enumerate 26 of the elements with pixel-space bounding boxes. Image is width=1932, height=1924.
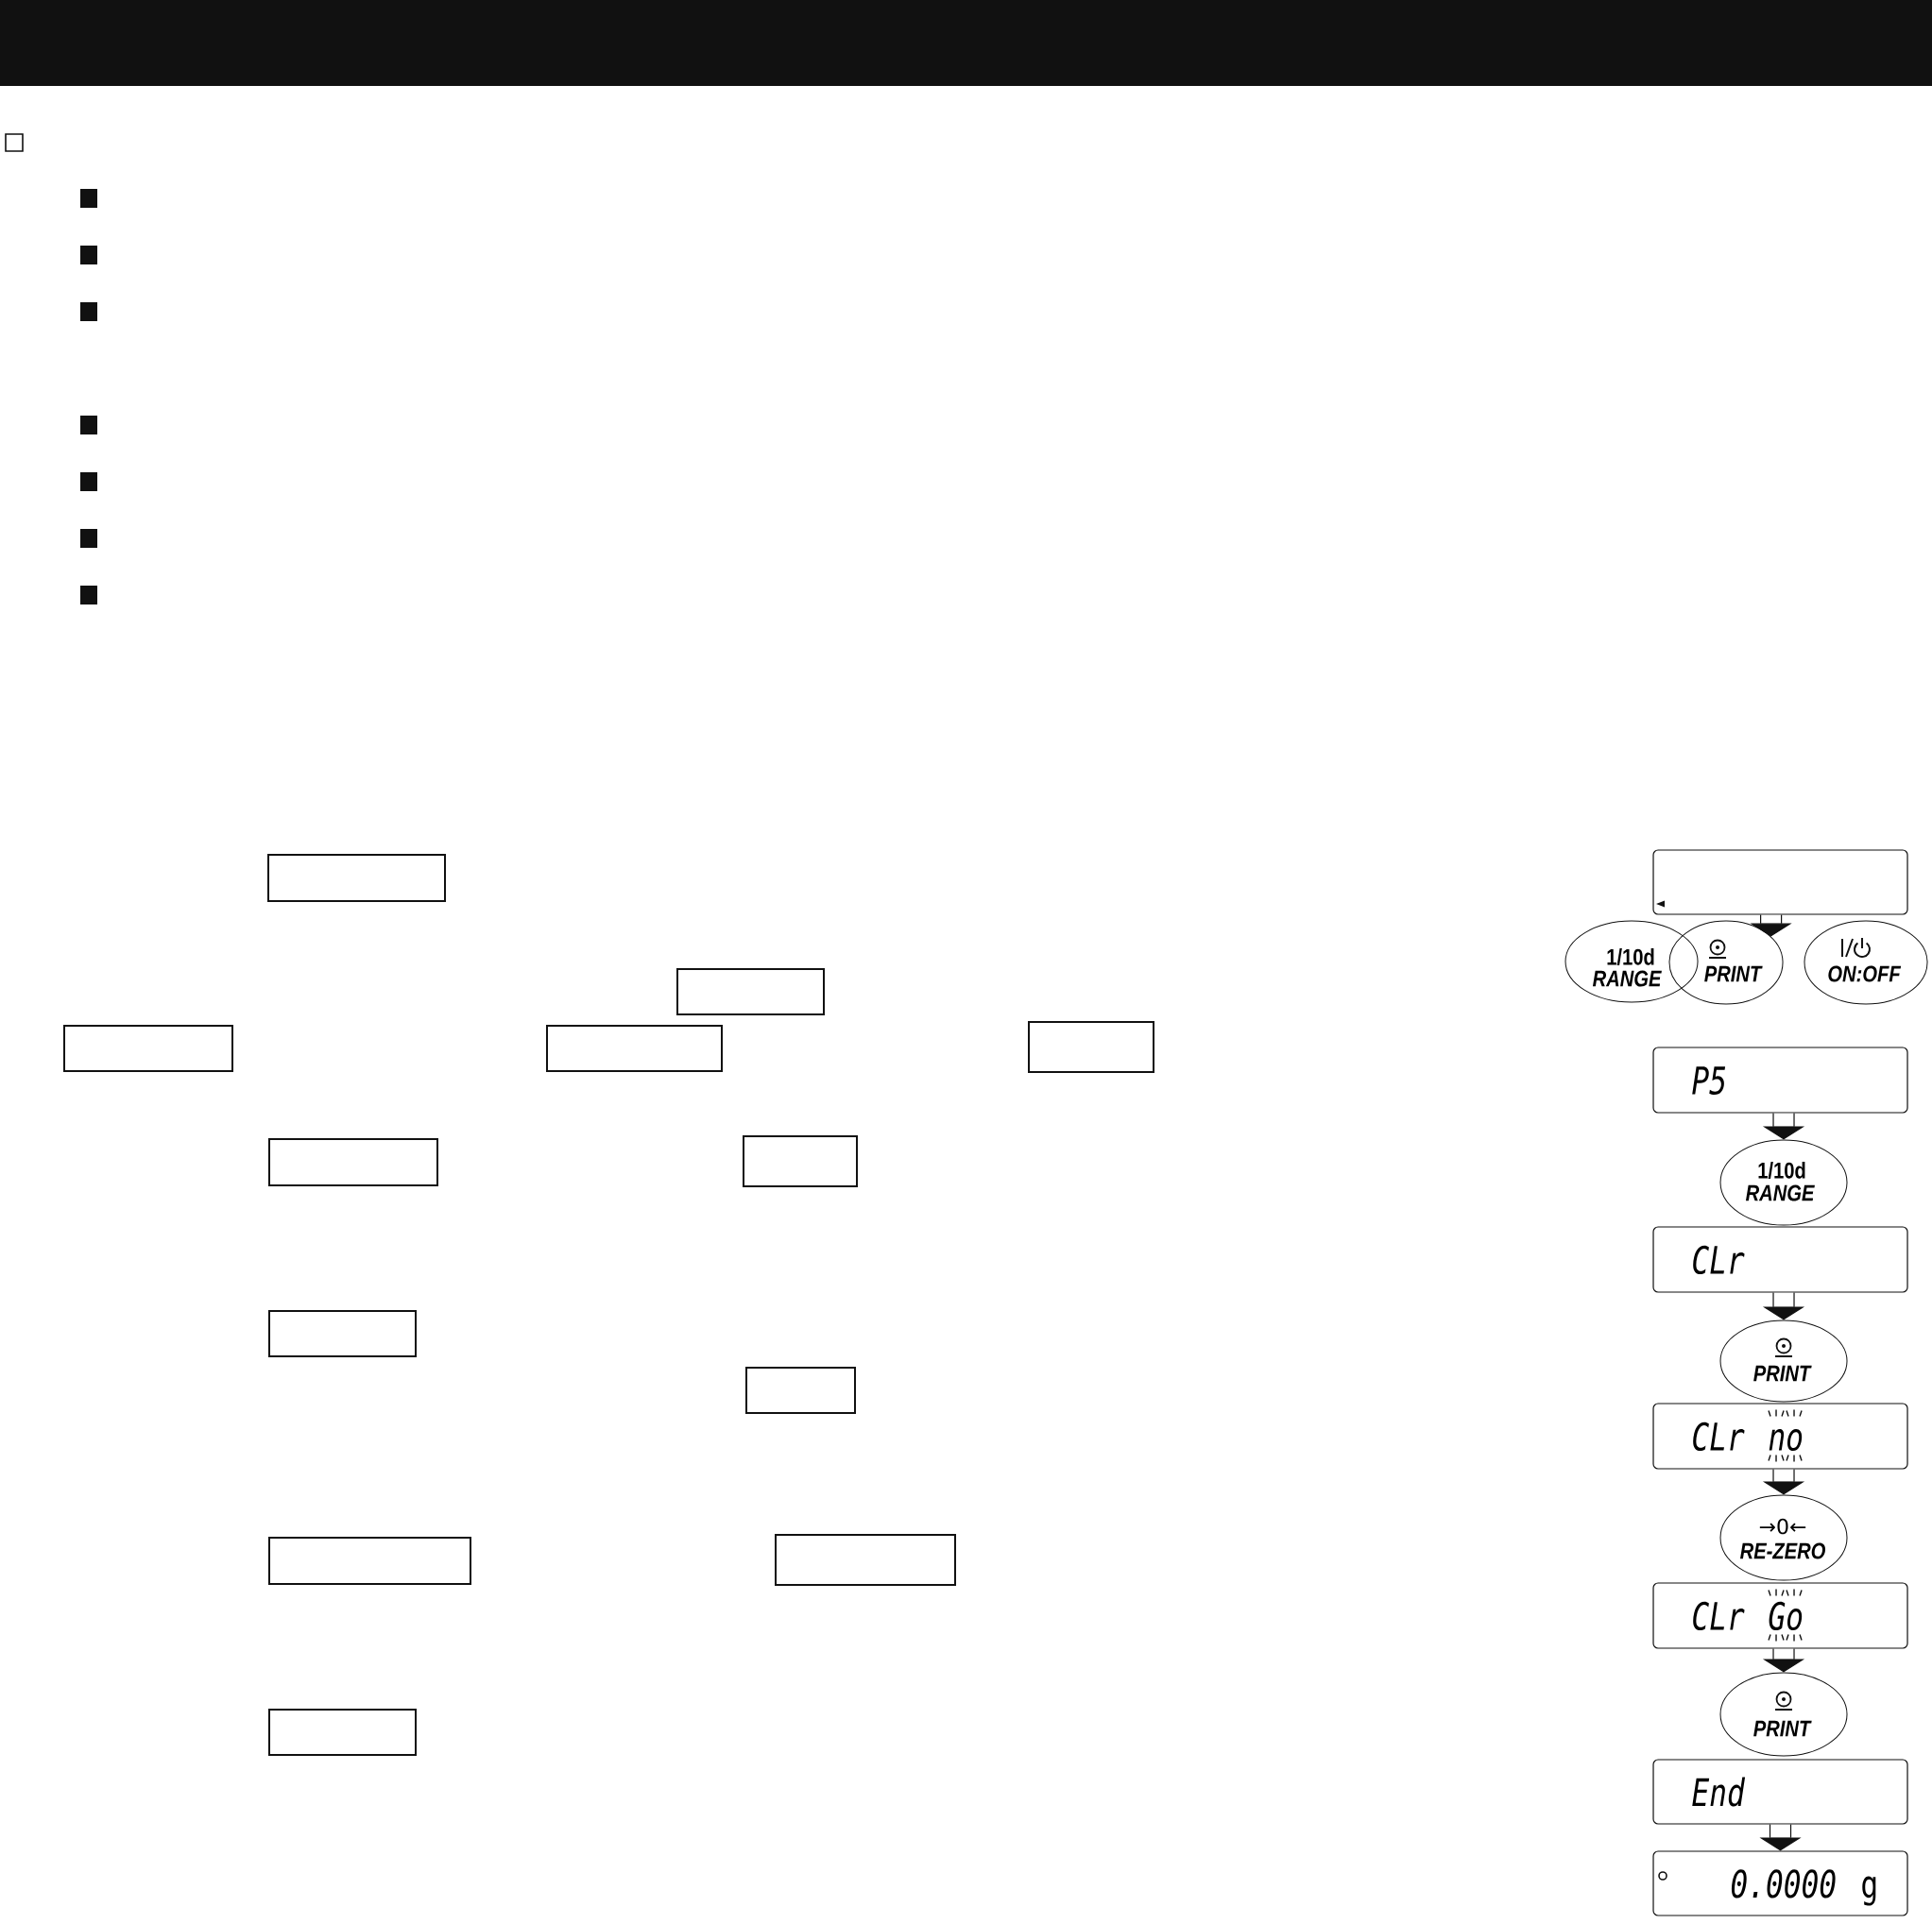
lcd-display: CLr <box>1652 1226 1908 1293</box>
empty-box <box>268 1310 417 1357</box>
empty-box <box>267 854 446 902</box>
empty-box <box>676 968 825 1015</box>
key-button: PRINT <box>1668 920 1784 1005</box>
lcd-display: CLr no <box>1652 1403 1908 1470</box>
empty-box <box>743 1135 858 1187</box>
empty-box <box>546 1025 723 1072</box>
key-button: PRINT <box>1719 1672 1848 1757</box>
lcd-display <box>1652 849 1908 915</box>
lcd-display: CLr Go <box>1652 1582 1908 1649</box>
key-button: 1/10d RANGE <box>1719 1139 1848 1226</box>
key-button: ON:OFF <box>1804 920 1928 1005</box>
lcd-display: P5 <box>1652 1047 1908 1114</box>
empty-box <box>745 1367 856 1414</box>
empty-box <box>268 1709 417 1756</box>
empty-box <box>268 1537 471 1585</box>
key-button: PRINT <box>1719 1320 1848 1403</box>
lcd-display: 0.0000 g <box>1652 1850 1908 1916</box>
key-button: →0← RE-ZERO <box>1719 1494 1848 1581</box>
key-button: 1/10d RANGE <box>1564 920 1699 1003</box>
empty-box <box>1028 1021 1154 1073</box>
lcd-display: End <box>1652 1759 1908 1825</box>
empty-box <box>268 1138 438 1186</box>
empty-box <box>63 1025 233 1072</box>
empty-box <box>775 1534 956 1586</box>
